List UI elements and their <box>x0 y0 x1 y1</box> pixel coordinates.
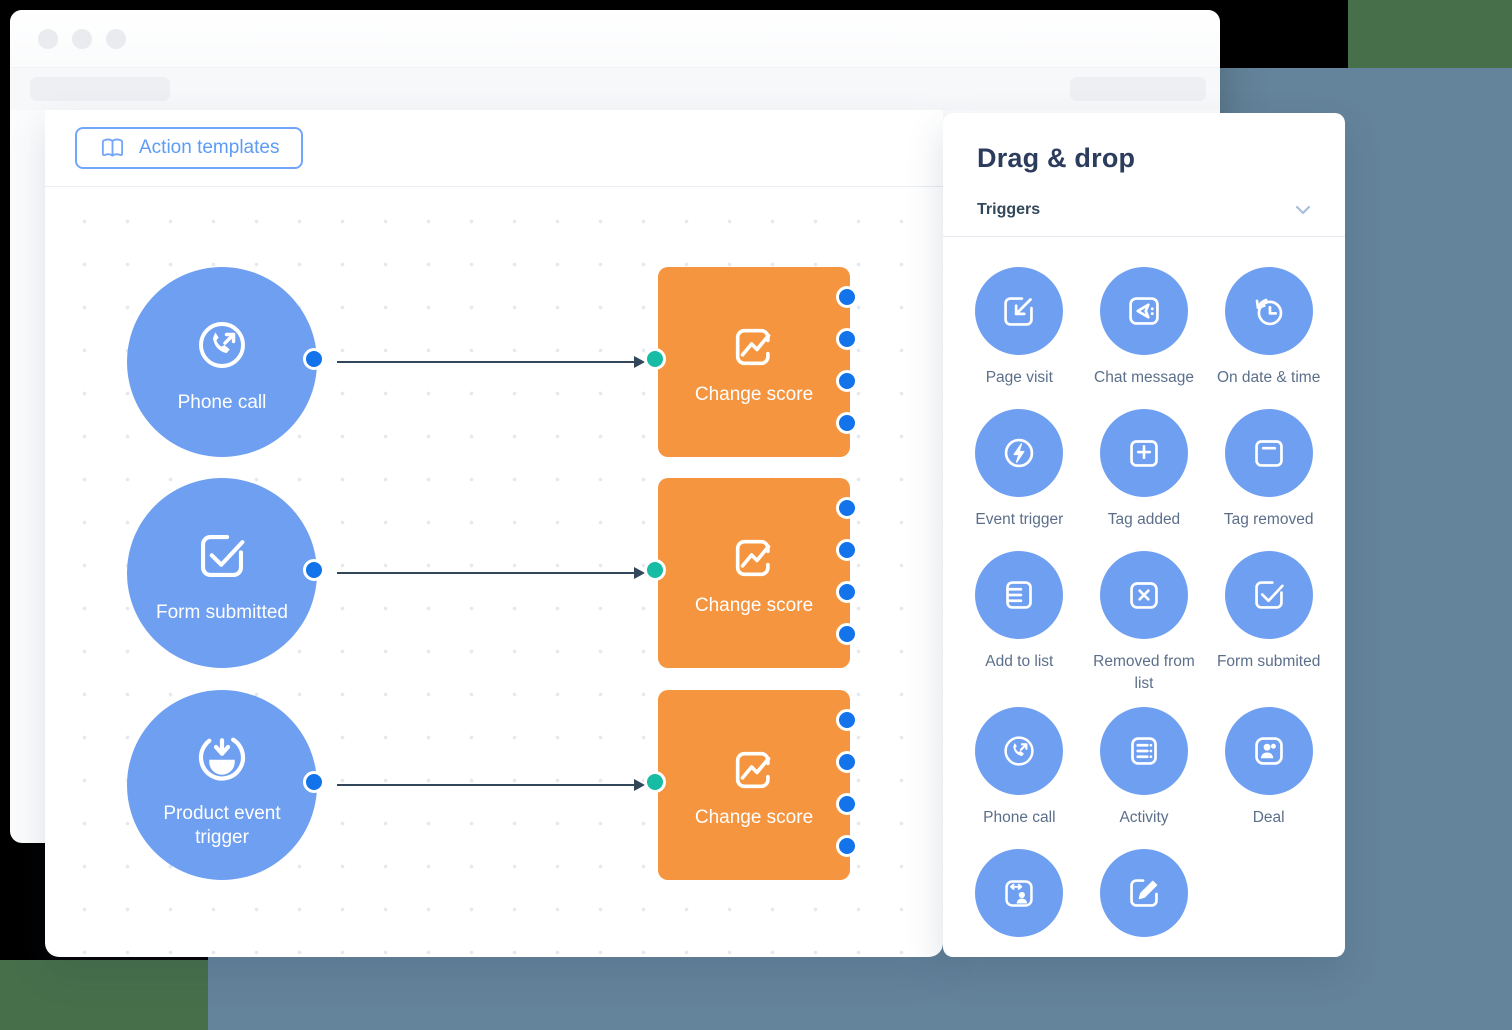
chevron-down-icon[interactable] <box>1295 205 1311 215</box>
palette-item-phone-call[interactable]: Phone call <box>957 706 1082 838</box>
palette-item-form-submitted[interactable]: Form submited <box>1206 551 1331 696</box>
palette-item-chat-message[interactable]: Chat message <box>1082 267 1207 398</box>
output-port[interactable] <box>836 497 858 519</box>
output-port[interactable] <box>836 751 858 773</box>
palette-item-label: Page visit <box>985 369 1053 386</box>
output-port[interactable] <box>836 793 858 815</box>
background-green-block-bottom-left <box>0 960 208 1030</box>
panel-title: Drag & drop <box>977 143 1136 173</box>
score-chart-icon <box>725 318 783 376</box>
palette-item-label: Phone call <box>983 808 1056 826</box>
palette-item-removed-from-list[interactable]: Removed from list <box>1082 551 1207 696</box>
tag-removed-icon <box>1224 409 1313 497</box>
output-port[interactable] <box>303 559 325 581</box>
score-chart-icon <box>725 741 783 799</box>
palette-item-label: Event trigger <box>975 511 1064 528</box>
window-titlebar <box>10 10 1220 68</box>
palette-item-add-to-list[interactable]: Add to list <box>957 551 1082 696</box>
deal-icon <box>1224 706 1313 795</box>
palette-item-page-visit[interactable]: Page visit <box>957 267 1082 398</box>
palette-item-date-time[interactable]: On date & time <box>1206 267 1331 398</box>
action-node-change-score[interactable]: Change score <box>658 478 858 668</box>
contact-transfer-icon <box>975 848 1064 937</box>
page-visit-icon <box>975 267 1064 355</box>
action-node-label: Change score <box>694 384 814 405</box>
output-port[interactable] <box>836 412 858 434</box>
trigger-node-phone-call[interactable]: Phone call <box>127 267 317 457</box>
output-port[interactable] <box>303 771 325 793</box>
output-port[interactable] <box>303 348 325 370</box>
input-port[interactable] <box>644 559 666 581</box>
score-chart-icon <box>725 529 783 587</box>
palette-item-tag-removed[interactable]: Tag removed <box>1206 409 1331 540</box>
tag-added-icon <box>1099 409 1188 497</box>
drag-drop-panel: Drag & drop Triggers Page v <box>943 113 1345 957</box>
output-port[interactable] <box>836 286 858 308</box>
input-port[interactable] <box>644 348 666 370</box>
form-check-icon <box>187 521 257 591</box>
date-time-icon <box>1224 267 1313 355</box>
connector-arrow <box>337 356 645 368</box>
palette-item-label: Add to list <box>985 653 1054 670</box>
output-port[interactable] <box>836 370 858 392</box>
palette-item-label: Deal <box>1252 808 1285 826</box>
trigger-node-label: Phone call <box>177 392 267 414</box>
phone-call-icon <box>186 309 258 381</box>
action-node-label: Change score <box>694 807 814 828</box>
toolbar-placeholder <box>1070 77 1206 101</box>
triggers-section-label: Triggers <box>977 201 1041 218</box>
palette-item-tag-added[interactable]: Tag added <box>1082 409 1207 540</box>
address-bar-placeholder <box>30 77 170 101</box>
workflow-canvas: Action templates Phone call For <box>45 110 943 957</box>
action-node-change-score[interactable]: Change score <box>658 267 858 457</box>
palette-item-label: Removed from list <box>1093 653 1195 693</box>
panel-divider <box>943 236 1345 237</box>
action-templates-label: Action templates <box>139 137 280 158</box>
canvas-toolbar: Action templates <box>45 110 943 187</box>
palette-item-label: Activity <box>1119 808 1169 826</box>
palette-item-deal[interactable]: Deal <box>1206 706 1331 838</box>
output-port[interactable] <box>836 539 858 561</box>
trigger-node-label: Product event trigger <box>163 803 281 848</box>
window-control-zoom-icon[interactable] <box>106 28 126 49</box>
product-event-icon <box>186 720 258 792</box>
window-control-minimize-icon[interactable] <box>72 28 92 49</box>
action-node-change-score[interactable]: Change score <box>658 690 858 880</box>
output-port[interactable] <box>836 709 858 731</box>
trigger-node-label: Form submitted <box>156 602 288 624</box>
input-port[interactable] <box>644 771 666 793</box>
output-port[interactable] <box>836 581 858 603</box>
book-icon <box>99 136 126 160</box>
browser-toolbar <box>10 68 1220 110</box>
output-port[interactable] <box>836 835 858 857</box>
palette-item-activity[interactable]: Activity <box>1082 706 1207 838</box>
window-control-close-icon[interactable] <box>38 28 58 49</box>
removed-from-list-icon <box>1099 551 1188 639</box>
trigger-node-form-submitted[interactable]: Form submitted <box>127 478 317 668</box>
palette-item-label: Tag removed <box>1223 511 1314 528</box>
palette-item-label: Tag added <box>1107 511 1181 528</box>
action-node-label: Change score <box>694 595 814 616</box>
form-submitted-icon <box>1224 551 1313 639</box>
action-templates-button[interactable]: Action templates <box>75 127 304 169</box>
connector-arrow <box>337 779 645 791</box>
output-port[interactable] <box>836 328 858 350</box>
output-port[interactable] <box>836 623 858 645</box>
chat-message-icon <box>1099 267 1188 355</box>
add-to-list-icon <box>975 551 1064 639</box>
activity-icon <box>1099 706 1188 795</box>
connector-arrow <box>337 567 645 579</box>
trigger-node-product-event[interactable]: Product event trigger <box>127 690 317 880</box>
compose-icon <box>1099 848 1188 937</box>
triggers-grid: Page visit Chat message <box>943 267 1345 957</box>
palette-item-event-trigger[interactable]: Event trigger <box>957 409 1082 540</box>
palette-item-label: Form submited <box>1216 653 1321 670</box>
triggers-section-header[interactable]: Triggers <box>977 201 1311 219</box>
palette-item-compose[interactable] <box>1082 848 1207 957</box>
phone-call-icon <box>975 706 1064 795</box>
palette-item-contact-transfer[interactable] <box>957 848 1082 957</box>
event-trigger-icon <box>975 409 1064 497</box>
palette-item-label: Chat message <box>1094 369 1194 386</box>
palette-item-label: On date & time <box>1216 369 1321 386</box>
